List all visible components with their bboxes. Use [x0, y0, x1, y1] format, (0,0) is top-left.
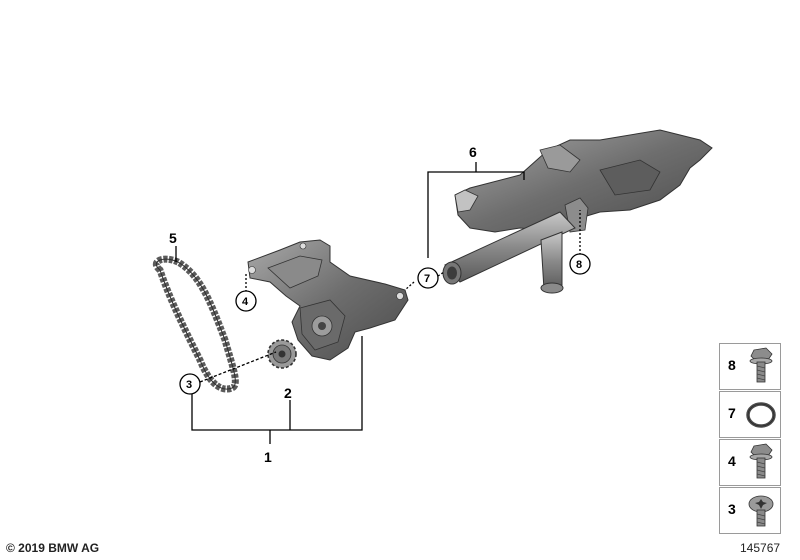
svg-text:6: 6	[469, 144, 477, 160]
svg-text:4: 4	[242, 296, 249, 308]
callout-6: 6	[469, 144, 477, 160]
svg-text:3: 3	[186, 379, 192, 391]
callout-1: 1	[264, 449, 272, 465]
legend-number: 8	[728, 357, 736, 373]
oil-pickup-baffle	[442, 129, 713, 294]
svg-text:1: 1	[264, 449, 272, 465]
legend-number: 7	[728, 405, 736, 421]
legend-number: 3	[728, 501, 736, 517]
callout-8-circle: 8	[569, 253, 591, 275]
svg-text:7: 7	[424, 273, 430, 285]
callout-3-circle: 3	[179, 373, 201, 395]
drive-chain	[153, 255, 239, 393]
legend-item-4: 4	[719, 439, 781, 486]
legend-number: 4	[728, 453, 736, 469]
chain-sprocket	[267, 339, 297, 369]
svg-text:5: 5	[169, 230, 177, 246]
copyright-text: © 2019 BMW AG	[6, 541, 100, 555]
hex-flange-bolt-icon	[749, 347, 773, 383]
callout-5: 5	[169, 230, 177, 246]
diagram-number: 145767	[740, 541, 781, 555]
torx-screw-icon	[748, 495, 774, 527]
callout-2: 2	[284, 385, 292, 401]
svg-text:8: 8	[576, 259, 582, 271]
small-parts-legend: 8 7 4 3	[719, 343, 781, 536]
callout-4-circle: 4	[235, 290, 257, 312]
oil-pump	[247, 239, 409, 361]
o-ring-icon	[746, 402, 776, 428]
hex-flange-bolt-icon	[749, 443, 773, 479]
legend-item-3: 3	[719, 487, 781, 534]
svg-text:2: 2	[284, 385, 292, 401]
legend-item-8: 8	[719, 343, 781, 390]
leader-lines	[175, 162, 581, 444]
callout-7-circle: 7	[417, 267, 439, 289]
legend-item-7: 7	[719, 391, 781, 438]
